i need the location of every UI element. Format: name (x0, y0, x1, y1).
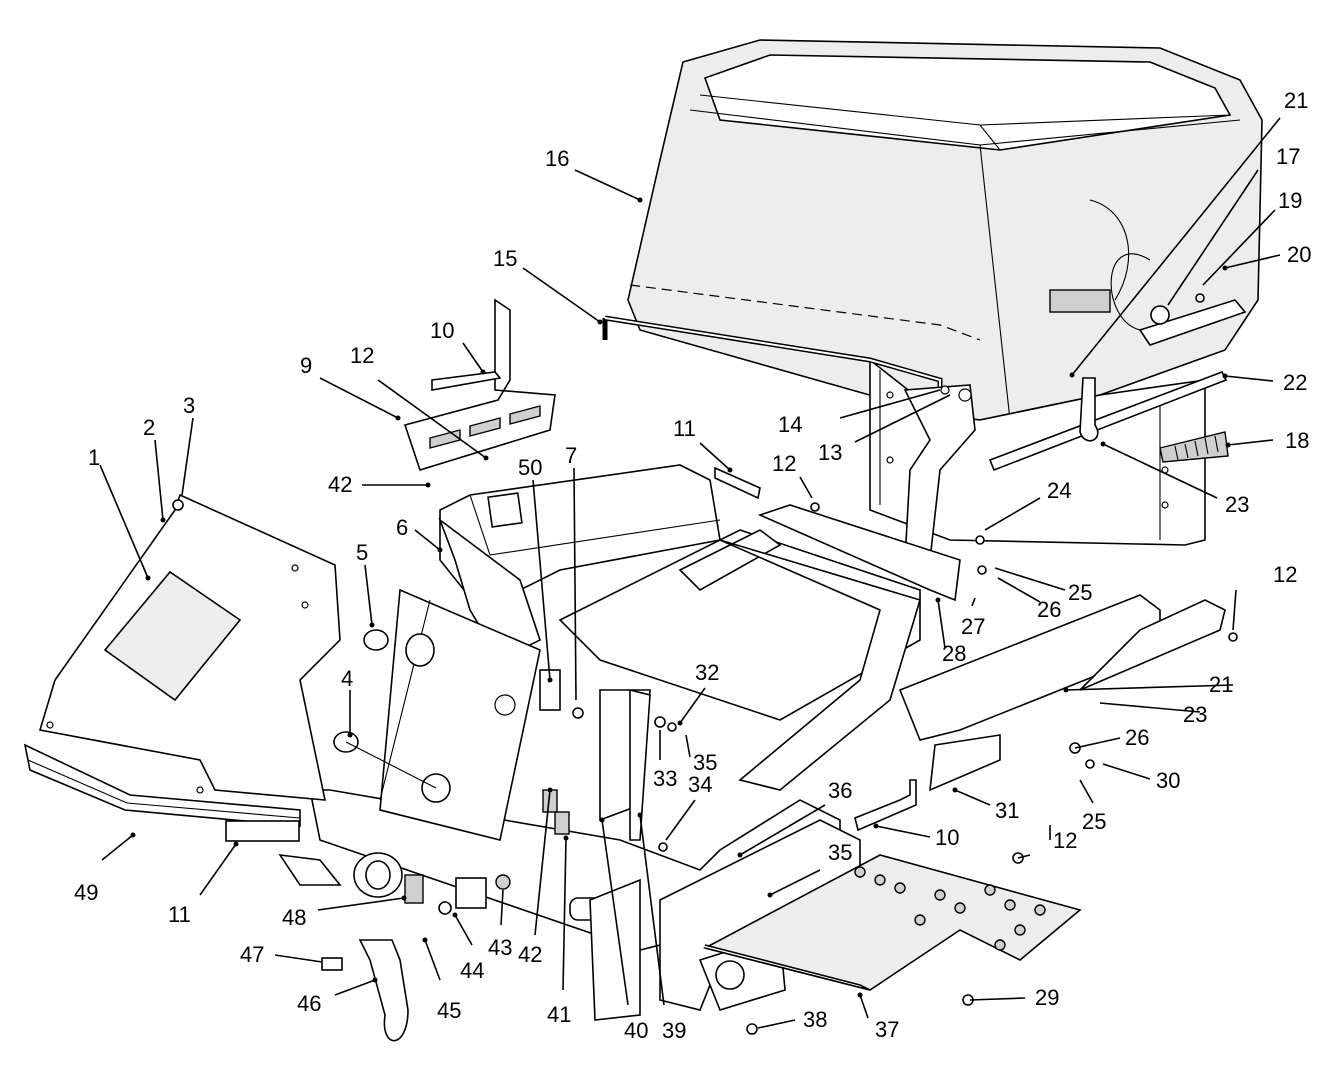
callout-46: 46 (297, 991, 321, 1016)
callout-25b: 25 (1082, 809, 1106, 834)
spring-18 (1159, 431, 1229, 463)
callout-7: 7 (565, 443, 577, 468)
latch-hook-21 (1079, 377, 1099, 442)
hinge-17-20 (1138, 293, 1247, 346)
callout-10a: 10 (430, 318, 454, 343)
callout-2: 2 (143, 415, 155, 440)
strip-11 (225, 820, 300, 842)
callout-3: 3 (183, 393, 195, 418)
rail-11 (714, 466, 761, 500)
callout-26a: 26 (1037, 597, 1061, 622)
callout-38: 38 (803, 1007, 827, 1032)
callout-9: 9 (300, 353, 312, 378)
leader-lines (99, 117, 1281, 1029)
callout-43: 43 (488, 935, 512, 960)
hitch-hook-46 (321, 874, 511, 1042)
callout-30: 30 (1156, 768, 1180, 793)
callout-50: 50 (518, 455, 542, 480)
callout-12c: 12 (1273, 562, 1297, 587)
callout-22: 22 (1283, 370, 1307, 395)
callout-42a: 42 (328, 472, 352, 497)
callout-12d: 12 (1053, 828, 1077, 853)
callout-35a: 35 (693, 750, 717, 775)
callout-14: 14 (778, 412, 802, 437)
callout-29: 29 (1035, 985, 1059, 1010)
callout-15: 15 (493, 246, 517, 271)
bracket-plate-9 (403, 298, 556, 471)
callout-24: 24 (1047, 478, 1071, 503)
callout-21b: 21 (1209, 672, 1233, 697)
callout-1: 1 (88, 445, 100, 470)
callout-49: 49 (74, 880, 98, 905)
callout-6: 6 (396, 515, 408, 540)
seat-panel-1 (38, 493, 341, 801)
callout-48: 48 (282, 905, 306, 930)
callout-44: 44 (460, 958, 484, 983)
callout-23a: 23 (1225, 492, 1249, 517)
grass-catcher-hood (627, 39, 1263, 546)
callout-25a: 25 (1068, 580, 1092, 605)
footplate-37 (702, 854, 1082, 991)
callout-28: 28 (942, 641, 966, 666)
callout-39: 39 (662, 1018, 686, 1043)
callout-23b: 23 (1183, 702, 1207, 727)
callout-20: 20 (1287, 242, 1311, 267)
leader-dots (130, 197, 1231, 998)
callout-12b: 12 (772, 451, 796, 476)
callout-37: 37 (875, 1017, 899, 1042)
callout-12a: 12 (350, 343, 374, 368)
bumper-49 (23, 743, 301, 827)
rail-22 (988, 370, 1228, 472)
callout-33: 33 (653, 766, 677, 791)
callout-5: 5 (356, 540, 368, 565)
callout-26b: 26 (1125, 725, 1149, 750)
callout-18: 18 (1285, 428, 1309, 453)
rod-10 (854, 779, 917, 832)
callout-21a: 21 (1284, 88, 1308, 113)
callout-47: 47 (240, 942, 264, 967)
callout-13: 13 (818, 440, 842, 465)
callout-32: 32 (695, 660, 719, 685)
bushings-4-5 (333, 629, 451, 803)
callout-34: 34 (688, 772, 712, 797)
callout-11a: 11 (673, 416, 696, 441)
callout-11b: 11 (168, 902, 191, 927)
callout-31: 31 (995, 798, 1019, 823)
callout-42b: 42 (518, 942, 542, 967)
callout-labels: 1 2 3 4 5 6 7 9 10 10 11 11 12 12 12 12 … (74, 88, 1311, 1043)
callout-17: 17 (1276, 144, 1300, 169)
callout-36: 36 (828, 778, 852, 803)
callout-10b: 10 (935, 825, 959, 850)
shield-31 (929, 734, 1001, 792)
tractor-frame (278, 464, 1226, 1021)
callout-35b: 35 (828, 840, 852, 865)
callout-19: 19 (1278, 188, 1302, 213)
callout-27: 27 (961, 614, 985, 639)
callout-4: 4 (341, 666, 353, 691)
callout-16: 16 (545, 146, 569, 171)
callout-41: 41 (547, 1002, 571, 1027)
callout-45: 45 (437, 998, 461, 1023)
hardware-dots (172, 499, 1238, 1035)
callout-40: 40 (624, 1018, 648, 1043)
